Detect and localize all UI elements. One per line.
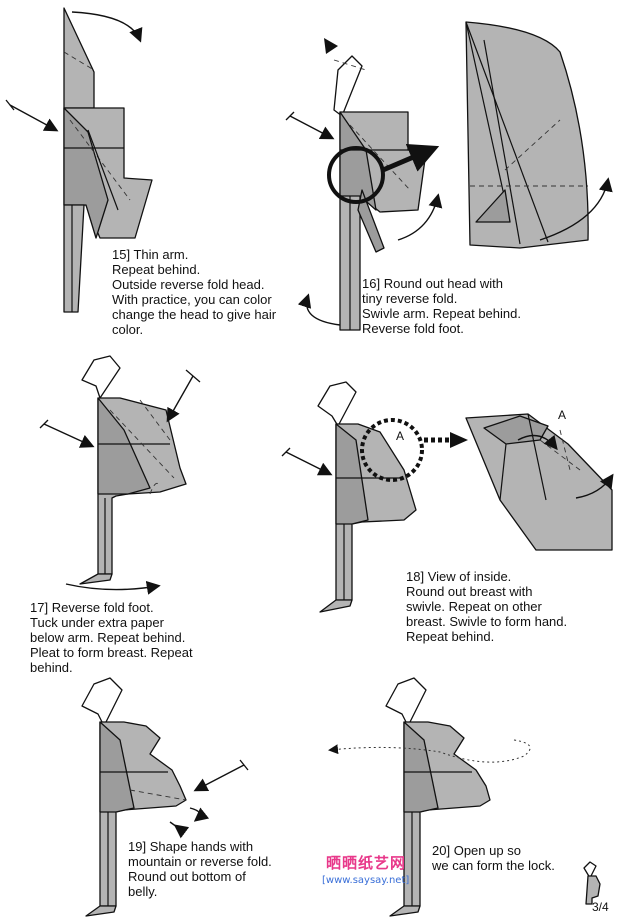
step-15-number: 15] <box>112 247 131 262</box>
watermark-url: [www.saysay.net] <box>322 875 410 886</box>
step-15-text: Thin arm. Repeat behind. Outside reverse… <box>112 247 277 337</box>
label-a-circle: A <box>396 429 405 443</box>
step-17-figure <box>79 355 187 585</box>
step-18-number: 18] <box>406 569 425 584</box>
step-19-figure <box>81 677 187 917</box>
step-19-caption: 19] Shape hands with mountain or reverse… <box>128 839 272 899</box>
step-20-text: Open up so we can form the lock. <box>432 843 555 873</box>
step-16-number: 16] <box>362 276 381 291</box>
step-15-push-arrow <box>5 99 59 132</box>
step-20-figure <box>385 677 491 917</box>
step-16-foot-arrow <box>297 293 341 326</box>
step-17-text: Reverse fold foot. Tuck under extra pape… <box>30 600 193 675</box>
step-16-caption: 16] Round out head with tiny reverse fol… <box>362 276 521 336</box>
step-17-foot-arrow <box>65 580 161 595</box>
step-19-belly-arrow <box>169 821 190 839</box>
step-15-rotate-arrow <box>71 11 143 43</box>
step-17-number: 17] <box>30 600 49 615</box>
step-16-text: Round out head with tiny reverse fold. S… <box>362 276 521 336</box>
step-20-caption: 20] Open up so we can form the lock. <box>432 843 555 873</box>
step-18-figure <box>317 381 468 613</box>
step-16-detail-view <box>465 21 613 249</box>
step-19-push-arrow <box>193 759 249 792</box>
watermark-site-name: 晒晒纸艺网 <box>326 854 407 872</box>
step-20-open-arrow <box>328 739 531 763</box>
step-15-figure <box>63 7 153 313</box>
mini-figure-icon <box>583 861 601 905</box>
step-18-text: View of inside. Round out breast with sw… <box>406 569 568 644</box>
step-17-caption: 17] Reverse fold foot. Tuck under extra … <box>30 600 193 675</box>
label-a-detail: A <box>558 408 567 422</box>
step-20-number: 20] <box>432 843 451 858</box>
step-16-swivel-arrow <box>397 193 443 241</box>
step-16-figure <box>324 38 440 331</box>
step-19-mountain-arrow <box>189 807 210 822</box>
step-19-text: Shape hands with mountain or reverse fol… <box>128 839 272 899</box>
step-17-push-arrow-left <box>39 419 95 448</box>
step-17-push-arrow-right <box>166 369 201 423</box>
step-19-number: 19] <box>128 839 147 854</box>
step-18-detail-view <box>465 413 614 551</box>
step-18-caption: 18] View of inside. Round out breast wit… <box>406 569 567 644</box>
step-16-push-arrow <box>285 111 335 140</box>
step-18-push-arrow <box>281 447 333 476</box>
page-number: 3/4 <box>592 900 609 914</box>
step-15-caption: 15] Thin arm. Repeat behind. Outside rev… <box>112 247 276 337</box>
